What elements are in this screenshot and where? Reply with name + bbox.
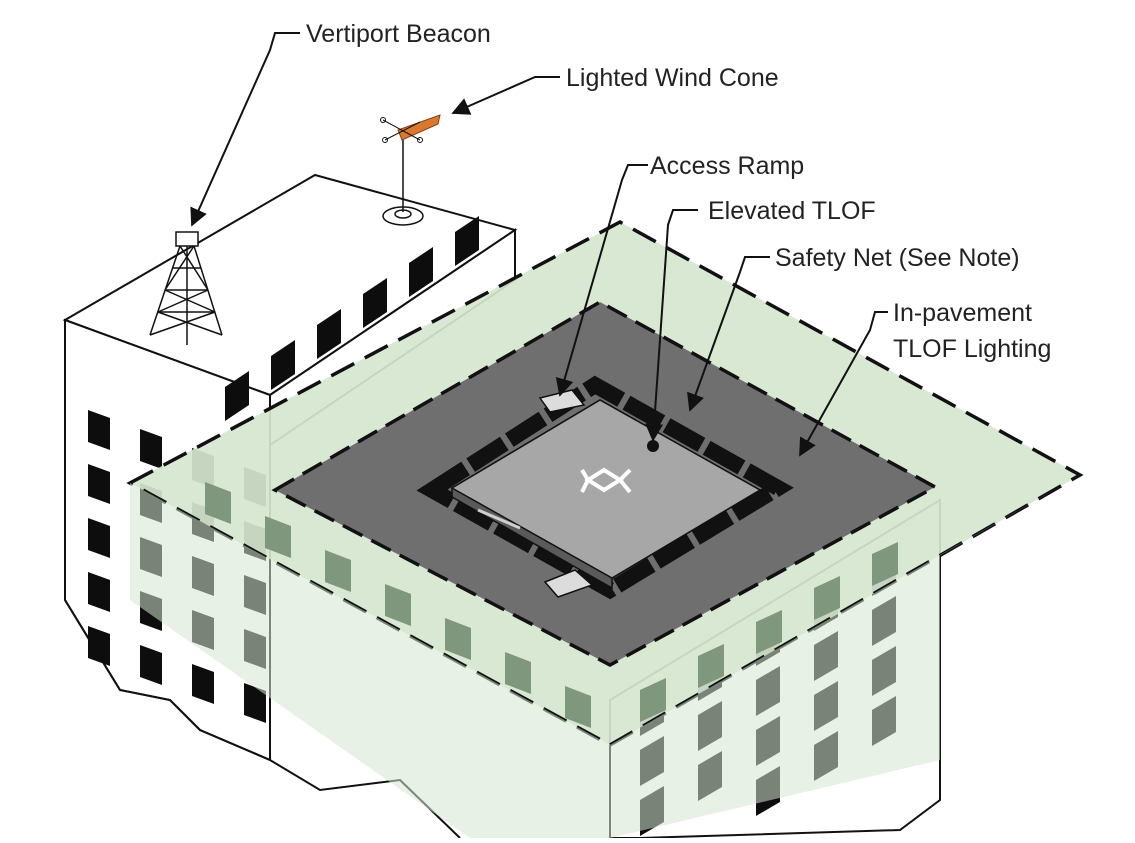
window xyxy=(205,482,231,524)
label-access-ramp: Access Ramp xyxy=(650,152,804,180)
window xyxy=(265,516,291,558)
window xyxy=(445,618,471,660)
window xyxy=(385,584,411,626)
leader-vertiport-beacon xyxy=(190,32,300,227)
window xyxy=(814,576,840,620)
leader-access-ramp xyxy=(555,164,648,397)
leader-in-pavement xyxy=(799,311,888,457)
window xyxy=(872,542,898,586)
window xyxy=(640,678,666,722)
window xyxy=(192,664,214,704)
leader-elevated-tlof xyxy=(645,209,698,442)
safety-net-skirt xyxy=(130,483,610,838)
window xyxy=(317,309,341,359)
window xyxy=(88,572,110,612)
window xyxy=(409,247,433,297)
windows-through-net xyxy=(205,482,898,728)
window xyxy=(140,645,162,685)
tlof-border xyxy=(416,375,794,600)
label-safety-net: Safety Net (See Note) xyxy=(775,244,1020,272)
window xyxy=(140,429,162,469)
window xyxy=(88,464,110,504)
window xyxy=(698,644,724,688)
leader-lines xyxy=(190,32,888,457)
window xyxy=(88,518,110,558)
window xyxy=(271,340,295,390)
labels: Vertiport Beacon Lighted Wind Cone Acces… xyxy=(306,20,1051,363)
label-elevated-tlof: Elevated TLOF xyxy=(708,197,876,225)
building-windows-rear xyxy=(225,216,479,421)
window xyxy=(505,652,531,694)
label-vertiport-beacon: Vertiport Beacon xyxy=(306,20,491,48)
window xyxy=(363,278,387,328)
helipad-marking-icon xyxy=(580,467,632,494)
window xyxy=(565,686,591,728)
building-break-line xyxy=(64,599,461,839)
label-in-pavement-line1: In-pavement xyxy=(893,299,1032,327)
elevated-tlof xyxy=(416,375,794,600)
safety-net-skirt-right xyxy=(610,475,1080,838)
window xyxy=(325,550,351,592)
window xyxy=(88,410,110,450)
wind-cone-icon xyxy=(380,114,441,226)
window xyxy=(455,216,479,266)
window xyxy=(756,610,782,654)
tlof-dot xyxy=(647,440,659,452)
window xyxy=(244,683,266,723)
leader-lighted-wind-cone xyxy=(451,76,560,115)
window xyxy=(88,626,110,666)
beacon-tower-icon xyxy=(149,231,223,345)
label-lighted-wind-cone: Lighted Wind Cone xyxy=(566,64,779,92)
window xyxy=(225,371,249,421)
label-in-pavement-line2: TLOF Lighting xyxy=(893,335,1051,363)
leader-safety-net xyxy=(687,256,770,412)
